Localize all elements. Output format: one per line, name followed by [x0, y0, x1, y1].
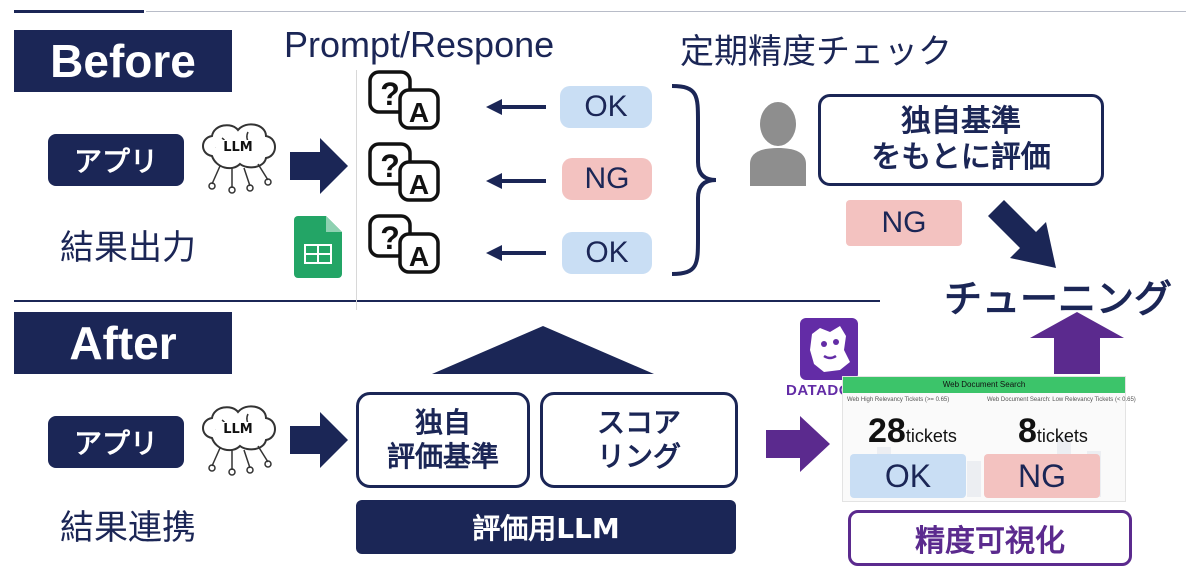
dashboard-ok-badge: OK — [850, 454, 966, 498]
svg-text:A: A — [409, 241, 429, 272]
top-thin-line — [146, 11, 1186, 12]
after-label: After — [14, 312, 232, 374]
low-count-value: 8 — [1018, 412, 1037, 450]
question-answer-icon: ? A — [368, 214, 440, 274]
before-llm-text: LLM — [216, 140, 260, 155]
high-count-value: 28 — [868, 412, 906, 450]
after-result-label: 結果連携 — [60, 508, 196, 548]
question-answer-icon: ? A — [368, 70, 440, 130]
accuracy-check-header: 定期精度チェック — [680, 32, 952, 72]
dashboard-ng-badge: NG — [984, 454, 1100, 498]
low-relevancy-count: 8tickets — [1018, 412, 1088, 451]
brain-circuit-icon — [202, 123, 276, 194]
svg-text:?: ? — [380, 148, 400, 184]
card1-caption: Web High Relevancy Tickets (>= 0.65) — [847, 397, 950, 403]
before-app-badge: アプリ — [48, 134, 184, 186]
svg-text:A: A — [409, 97, 429, 128]
before-label: Before — [14, 30, 232, 92]
response-status-ok: OK — [562, 232, 652, 274]
response-status-ng: NG — [562, 158, 652, 200]
scoring-box: スコア リング — [540, 392, 738, 488]
accuracy-visualization-box: 精度可視化 — [848, 510, 1132, 566]
high-count-unit: tickets — [905, 426, 957, 446]
svg-text:?: ? — [380, 220, 400, 256]
after-app-badge: アプリ — [48, 416, 184, 468]
qa-stack-guide — [356, 70, 357, 310]
response-status-ok: OK — [560, 86, 652, 128]
svg-text:A: A — [409, 169, 429, 200]
criteria-box: 独自基準 をもとに評価 — [818, 94, 1104, 186]
scoring-line1: スコア — [596, 406, 681, 440]
after-arrow-right — [290, 412, 348, 468]
tuning-label: チューニング — [944, 277, 1173, 321]
card2-caption: Web Document Search: Low Relevancy Ticke… — [987, 397, 1136, 403]
high-relevancy-count: 28tickets — [868, 412, 957, 451]
before-arrow-right — [290, 138, 348, 194]
purple-arrow-right — [766, 416, 830, 472]
criteria-line1: 独自基準 — [901, 104, 1021, 139]
arrow-left-icon — [486, 99, 546, 115]
custom-criteria-box: 独自 評価基準 — [356, 392, 530, 488]
person-icon — [750, 102, 806, 186]
question-answer-icon: ? A — [368, 142, 440, 202]
arrow-left-icon — [486, 245, 546, 261]
criteria-line2: をもとに評価 — [871, 140, 1051, 175]
low-count-unit: tickets — [1036, 426, 1088, 446]
google-sheets-icon — [294, 216, 342, 278]
custom-criteria-line2: 評価基準 — [386, 440, 499, 473]
purple-arrow-up — [1030, 312, 1124, 374]
arrow-left-icon — [486, 173, 546, 189]
scoring-line2: リング — [596, 440, 681, 473]
section-divider — [14, 300, 880, 302]
brain-circuit-icon — [202, 405, 276, 476]
top-accent-line — [14, 10, 144, 13]
prompt-response-header: Prompt/Respone — [284, 24, 555, 65]
dashboard-title-bar: Web Document Search — [843, 377, 1125, 393]
diagonal-arrow-icon — [988, 200, 1056, 268]
datadog-logo-icon — [800, 318, 858, 380]
up-triangle — [432, 326, 654, 374]
custom-criteria-line1: 独自 — [414, 406, 471, 440]
before-result-label: 結果出力 — [60, 228, 196, 268]
after-llm-text: LLM — [216, 422, 260, 437]
svg-text:?: ? — [380, 76, 400, 112]
curly-bracket — [671, 84, 717, 276]
eval-llm-bar: 評価用LLM — [356, 500, 736, 554]
evaluation-result-ng: NG — [846, 200, 962, 246]
